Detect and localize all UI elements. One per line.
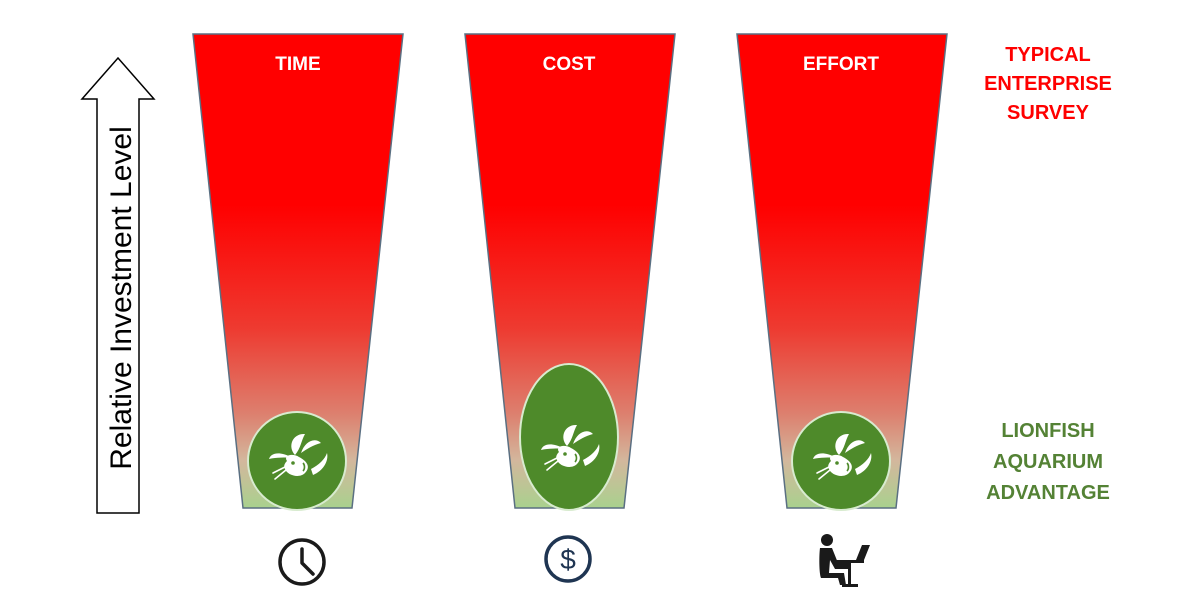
column-cost: COST $ bbox=[464, 33, 676, 583]
legend-top-line: TYPICAL bbox=[1005, 44, 1091, 66]
column-label-time: TIME bbox=[275, 54, 320, 75]
legend-typical-enterprise-survey: TYPICAL ENTERPRISE SURVEY bbox=[948, 41, 1148, 128]
column-label-cost: COST bbox=[543, 54, 596, 75]
legend-bottom-line: LIONFISH bbox=[1001, 420, 1095, 442]
axis-arrow: Relative Investment Level bbox=[80, 56, 156, 514]
column-effort: EFFORT bbox=[736, 33, 948, 587]
funnel-effort bbox=[736, 33, 948, 509]
legend-bottom-line: AQUARIUM bbox=[993, 451, 1103, 473]
axis-label: Relative Investment Level bbox=[105, 126, 138, 470]
funnel-time bbox=[192, 33, 404, 509]
legend-top-line: SURVEY bbox=[1007, 102, 1089, 124]
column-time: TIME bbox=[192, 33, 404, 586]
lionfish-badge-time bbox=[247, 411, 347, 511]
column-label-effort: EFFORT bbox=[803, 54, 879, 75]
lionfish-badge-cost bbox=[519, 363, 619, 511]
svg-text:$: $ bbox=[560, 544, 576, 575]
legend-bottom-line: ADVANTAGE bbox=[986, 482, 1110, 504]
person-at-laptop-icon bbox=[819, 534, 870, 587]
lionfish-badge-effort bbox=[791, 411, 891, 511]
legend-lionfish-aquarium-advantage: LIONFISH AQUARIUM ADVANTAGE bbox=[948, 416, 1148, 509]
legend-top-line: ENTERPRISE bbox=[984, 73, 1112, 95]
clock-icon bbox=[278, 538, 326, 586]
funnel-cost bbox=[464, 33, 676, 509]
dollar-icon: $ bbox=[544, 535, 592, 583]
